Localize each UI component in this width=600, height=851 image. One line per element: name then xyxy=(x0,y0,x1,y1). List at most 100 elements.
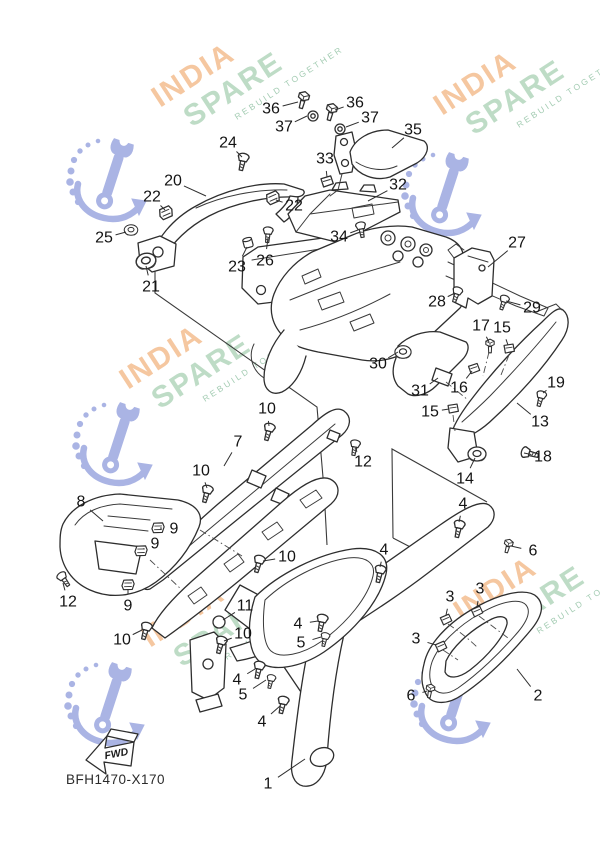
bolt-17 xyxy=(485,338,495,354)
leader-line xyxy=(246,668,256,675)
callout-label: 13 xyxy=(531,414,549,431)
leader-line xyxy=(294,115,308,123)
callout-label: 6 xyxy=(529,543,538,560)
leader-line xyxy=(447,292,456,298)
callout-label: 37 xyxy=(275,119,293,136)
clip-9a xyxy=(150,520,166,535)
part-8-side-cover xyxy=(59,493,243,596)
leader-line xyxy=(262,558,276,562)
leader-line xyxy=(275,199,283,203)
callout-label: 22 xyxy=(143,189,161,206)
callout-label: 10 xyxy=(258,401,276,418)
callout-label: 19 xyxy=(547,375,565,392)
callout-label: 4 xyxy=(459,496,468,513)
leader-line xyxy=(145,265,149,276)
leader-line xyxy=(487,250,509,268)
callout-label: 9 xyxy=(124,598,133,615)
leader-line xyxy=(542,389,547,394)
grommet-25 xyxy=(123,224,139,236)
leader-line xyxy=(252,679,267,689)
callout-label: 12 xyxy=(59,594,77,611)
washer-37a xyxy=(307,110,319,122)
leader-line xyxy=(367,190,388,202)
frame-assembly xyxy=(250,225,549,394)
part-2-side-cover xyxy=(421,591,543,704)
leader-line xyxy=(350,229,359,234)
part-32-center-cover xyxy=(287,181,401,244)
callout-label: 15 xyxy=(421,404,439,421)
leader-line xyxy=(485,336,490,343)
part-13-side-cover xyxy=(447,303,569,463)
leader-line xyxy=(223,637,232,642)
leader-line xyxy=(505,300,521,306)
leader-line xyxy=(277,758,306,778)
callout-label: 29 xyxy=(523,300,541,317)
grommet-14 xyxy=(467,446,487,462)
callout-label: 9 xyxy=(170,521,179,538)
callout-label: 14 xyxy=(456,471,474,488)
leader-line xyxy=(267,420,270,427)
leader-line xyxy=(132,629,143,636)
leader-line xyxy=(458,515,461,523)
callout-label: 28 xyxy=(428,294,446,311)
screw-24 xyxy=(234,151,251,173)
linework-layer xyxy=(59,129,569,787)
part-inner-fender xyxy=(392,330,469,401)
callout-label: 32 xyxy=(389,177,407,194)
wrench-anchor-logo-icon xyxy=(67,138,146,218)
leader-line xyxy=(325,170,328,178)
clip-16 xyxy=(467,362,481,375)
callout-label: 18 xyxy=(534,449,552,466)
callout-label: 4 xyxy=(380,542,389,559)
callout-label: 20 xyxy=(164,173,182,190)
callout-label: 4 xyxy=(294,616,303,633)
callout-label: 5 xyxy=(297,635,306,652)
leader-line xyxy=(476,600,479,608)
callout-label: 27 xyxy=(508,235,526,252)
callout-label: 8 xyxy=(77,494,86,511)
callout-label: 3 xyxy=(446,589,455,606)
leader-line xyxy=(516,668,532,687)
wrench-anchor-logo-icon xyxy=(65,662,144,742)
screw-5b xyxy=(264,673,277,690)
leader-line xyxy=(270,705,281,715)
callout-label: 15 xyxy=(493,320,511,337)
leader-line xyxy=(204,482,208,489)
leader-line xyxy=(354,447,358,452)
callout-label: 10 xyxy=(192,463,210,480)
part-35-cover xyxy=(329,129,428,197)
callout-label: 22 xyxy=(285,198,303,215)
clip-3a xyxy=(439,613,453,626)
callout-label: 10 xyxy=(113,632,131,649)
nut-22a xyxy=(157,204,175,221)
clip-15a xyxy=(503,343,515,354)
leader-line xyxy=(505,339,509,346)
leader-line xyxy=(266,237,269,250)
callout-label: 16 xyxy=(450,380,468,397)
screw-4c xyxy=(274,694,291,716)
leader-line xyxy=(429,377,439,385)
callout-label: 3 xyxy=(412,631,421,648)
leader-line xyxy=(115,231,127,236)
callout-label: 30 xyxy=(369,356,387,373)
callout-label: 6 xyxy=(407,688,416,705)
leader-line xyxy=(441,408,450,411)
callout-label: 25 xyxy=(95,230,113,247)
leader-line xyxy=(465,370,473,379)
callout-label: 26 xyxy=(256,253,274,270)
bolt-36a xyxy=(295,89,311,111)
washer-37b xyxy=(334,123,346,135)
callout-label: 5 xyxy=(239,687,248,704)
damper-23 xyxy=(241,236,255,250)
callout-label: 11 xyxy=(237,598,254,615)
leader-line xyxy=(516,402,532,415)
bolt-36b xyxy=(323,101,339,123)
callout-label: 1 xyxy=(264,776,273,793)
clip-9b xyxy=(133,543,149,558)
leader-line xyxy=(391,137,405,149)
callout-label: 2 xyxy=(534,688,543,705)
part-31-reflector xyxy=(431,367,453,387)
callout-label: 12 xyxy=(354,454,372,471)
